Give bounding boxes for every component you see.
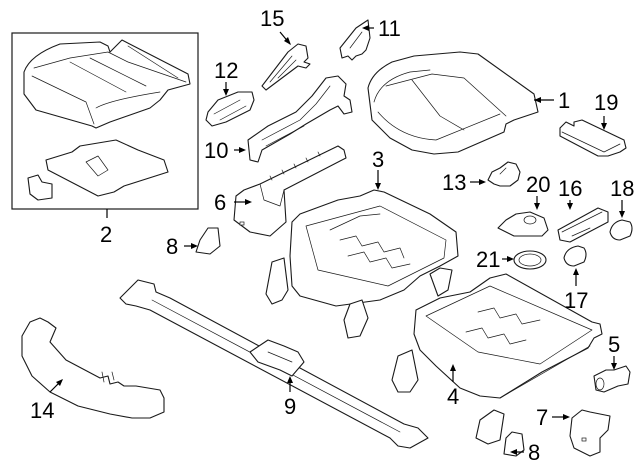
part-8-cover-left xyxy=(195,227,221,255)
callout-17[interactable]: 17 xyxy=(564,288,588,313)
part-13-knob xyxy=(487,161,521,187)
callout-1[interactable]: 1 xyxy=(558,88,570,113)
part-10-side-shield xyxy=(247,75,353,163)
callout-20[interactable]: 20 xyxy=(526,172,550,197)
part-7-bracket xyxy=(569,409,611,457)
callout-9[interactable]: 9 xyxy=(284,394,296,419)
callout-5[interactable]: 5 xyxy=(608,332,620,357)
callout-labels: 1 2 3 4 5 6 7 8 8 9 10 11 12 13 14 15 16… xyxy=(30,6,634,465)
callout-19[interactable]: 19 xyxy=(594,90,618,115)
part-6-bracket xyxy=(233,145,347,237)
callout-14[interactable]: 14 xyxy=(30,398,54,423)
part-8-cover-right xyxy=(503,431,525,457)
part-3-seat-frame xyxy=(265,189,459,339)
callout-8-left[interactable]: 8 xyxy=(166,234,178,259)
callout-13[interactable]: 13 xyxy=(442,170,466,195)
callout-12[interactable]: 12 xyxy=(214,58,238,83)
part-17-knob-small xyxy=(563,245,587,267)
part-9-crossmember xyxy=(119,279,429,449)
callout-leaders xyxy=(49,25,625,455)
callout-8-right[interactable]: 8 xyxy=(528,440,540,465)
callout-11[interactable]: 11 xyxy=(378,16,401,41)
part-14-trim-panel xyxy=(21,317,165,419)
callout-2[interactable]: 2 xyxy=(100,222,112,247)
callout-16[interactable]: 16 xyxy=(558,176,582,201)
part-18-knob-cap xyxy=(609,219,633,241)
part-19-module xyxy=(559,119,627,157)
part-4-seat-frame-lower xyxy=(391,273,603,445)
part-1-seat-cushion-cover xyxy=(367,51,539,155)
part-15-handle xyxy=(261,43,311,91)
callout-15[interactable]: 15 xyxy=(260,6,284,31)
part-12-switch-housing xyxy=(205,91,255,127)
callout-21[interactable]: 21 xyxy=(476,247,500,272)
part-16-switch xyxy=(557,207,609,243)
part-2-kit-box xyxy=(11,32,199,218)
part-21-ring xyxy=(513,250,547,270)
callout-6[interactable]: 6 xyxy=(214,190,226,215)
callout-7[interactable]: 7 xyxy=(536,405,548,430)
part-5-motor xyxy=(593,365,631,393)
callout-4[interactable]: 4 xyxy=(447,384,459,409)
part-20-bezel xyxy=(497,211,549,237)
callout-18[interactable]: 18 xyxy=(610,176,634,201)
callout-10[interactable]: 10 xyxy=(204,138,228,163)
part-11-trim xyxy=(339,19,371,61)
callout-3[interactable]: 3 xyxy=(372,147,384,172)
